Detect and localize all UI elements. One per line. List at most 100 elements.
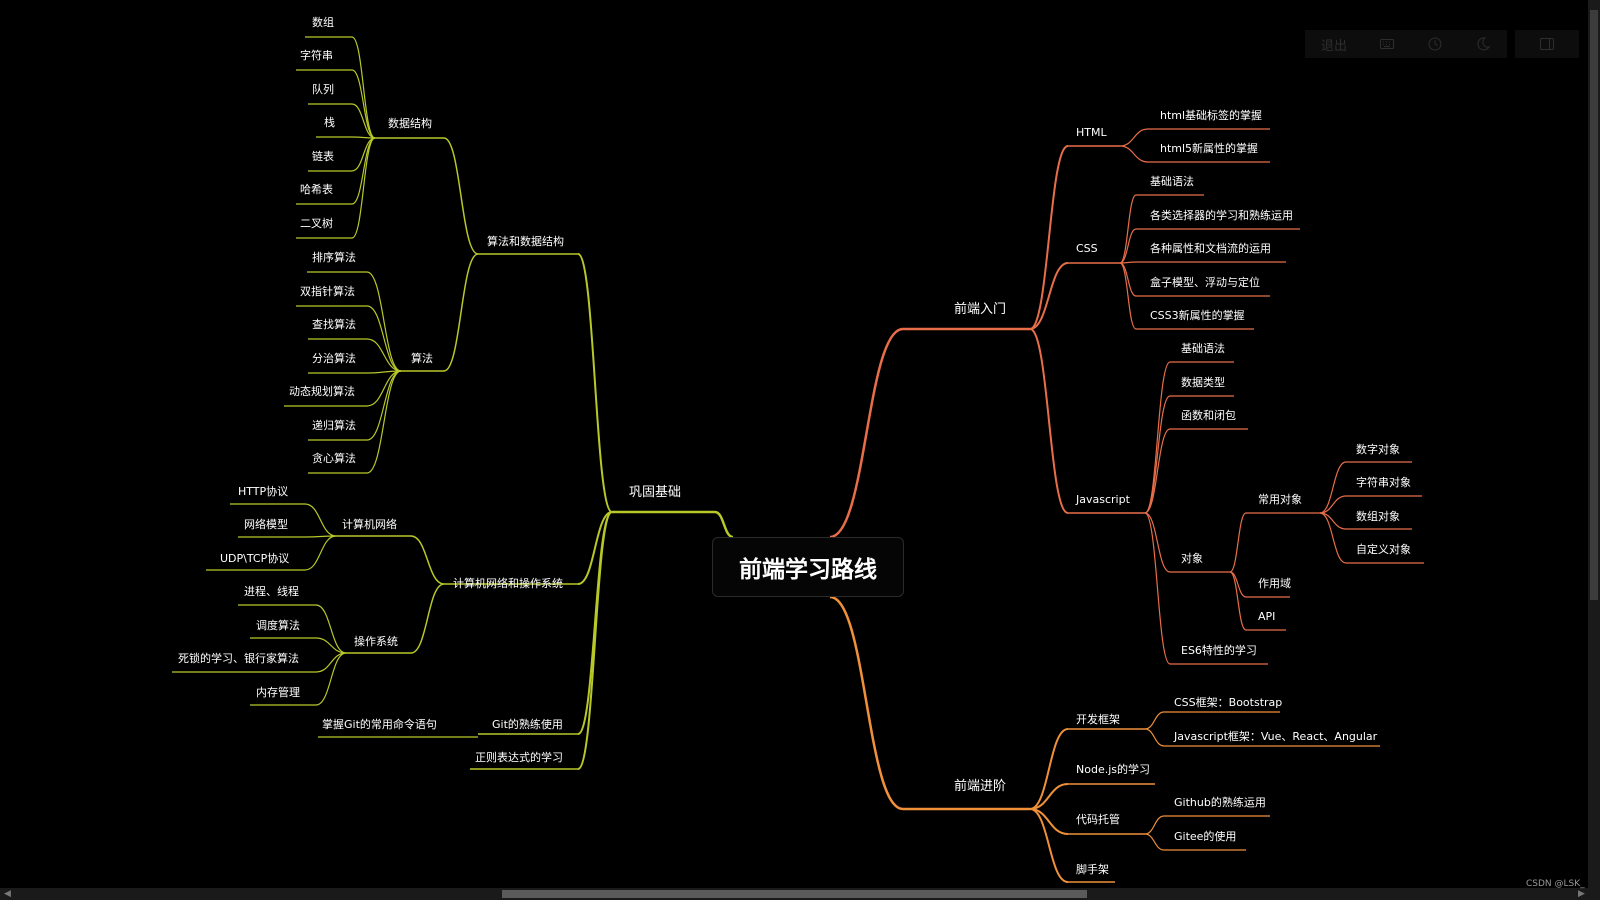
- connector: [366, 338, 402, 372]
- connector: [1029, 783, 1069, 810]
- node-frameworks[interactable]: 开发框架: [1076, 713, 1120, 726]
- leaf-os[interactable]: 进程、线程: [244, 585, 299, 598]
- scroll-right-icon[interactable]: ▶: [1578, 889, 1585, 899]
- vertical-scroll-thumb[interactable]: [1590, 10, 1598, 600]
- leaf-os[interactable]: 内存管理: [256, 686, 300, 699]
- node-common-objects[interactable]: 常用对象: [1258, 493, 1302, 506]
- leaf-algo[interactable]: 贪心算法: [312, 452, 356, 465]
- node-network-os[interactable]: 计算机网络和操作系统: [453, 577, 563, 590]
- leaf-network[interactable]: 网络模型: [244, 518, 288, 531]
- connector: [366, 370, 402, 441]
- leaf-network[interactable]: HTTP协议: [238, 485, 289, 498]
- connector: [1144, 512, 1171, 573]
- connector: [1229, 571, 1247, 631]
- sidebar-icon[interactable]: [1515, 30, 1579, 58]
- leaf-network[interactable]: UDP\TCP协议: [220, 552, 290, 565]
- connector: [1119, 194, 1137, 264]
- leaf-os[interactable]: 调度算法: [256, 619, 300, 632]
- connector: [1119, 262, 1137, 330]
- connector: [351, 137, 376, 172]
- node-javascript[interactable]: Javascript: [1076, 493, 1130, 506]
- keyboard-icon[interactable]: [1363, 30, 1411, 58]
- leaf-algo[interactable]: 动态规划算法: [289, 385, 355, 398]
- connector: [351, 137, 376, 205]
- dark-mode-icon[interactable]: [1459, 30, 1507, 58]
- connector: [1319, 512, 1347, 564]
- leaf-ds[interactable]: 哈希表: [300, 183, 333, 196]
- leaf-css[interactable]: CSS3新属性的掌握: [1150, 309, 1245, 322]
- leaf-js[interactable]: 函数和闭包: [1181, 409, 1236, 422]
- node-code-hosting[interactable]: 代码托管: [1076, 813, 1120, 826]
- connector: [366, 305, 402, 372]
- horizontal-scrollbar[interactable]: ◀ ▶: [0, 888, 1600, 900]
- leaf-framework[interactable]: Javascript框架：Vue、React、Angular: [1174, 730, 1378, 743]
- connector: [714, 510, 734, 539]
- connector: [351, 137, 376, 239]
- leaf-git[interactable]: 掌握Git的常用命令语句: [322, 718, 437, 731]
- leaf-es6[interactable]: ES6特性的学习: [1181, 644, 1257, 657]
- leaf-html[interactable]: html基础标签的掌握: [1160, 109, 1263, 122]
- leaf-common-object[interactable]: 数字对象: [1356, 443, 1400, 456]
- connector: [1144, 728, 1165, 747]
- node-algorithms[interactable]: 算法: [411, 352, 433, 365]
- leaf-api[interactable]: API: [1258, 610, 1276, 623]
- leaf-algo[interactable]: 双指针算法: [300, 285, 355, 298]
- connector: [410, 535, 445, 585]
- leaf-css[interactable]: 各类选择器的学习和熟练运用: [1150, 209, 1293, 222]
- connector: [1144, 395, 1171, 514]
- node-frontend-advanced[interactable]: 前端进阶: [954, 779, 1007, 794]
- leaf-ds[interactable]: 字符串: [300, 49, 333, 62]
- leaf-ds[interactable]: 栈: [324, 116, 335, 129]
- leaf-scope[interactable]: 作用域: [1258, 577, 1291, 590]
- node-network[interactable]: 计算机网络: [342, 518, 397, 531]
- leaf-framework[interactable]: CSS框架：Bootstrap: [1174, 696, 1283, 709]
- leaf-os[interactable]: 死锁的学习、银行家算法: [178, 652, 299, 665]
- node-git[interactable]: Git的熟练使用: [492, 718, 563, 731]
- leaf-common-object[interactable]: 数组对象: [1356, 510, 1400, 523]
- node-html[interactable]: HTML: [1076, 126, 1107, 139]
- connector: [351, 69, 376, 139]
- connector: [1144, 512, 1171, 665]
- history-icon[interactable]: [1411, 30, 1459, 58]
- node-css[interactable]: CSS: [1076, 242, 1098, 255]
- node-regex[interactable]: 正则表达式的学习: [475, 751, 563, 764]
- connector: [315, 652, 347, 706]
- connector: [1319, 495, 1347, 514]
- exit-button[interactable]: 退出: [1305, 30, 1363, 58]
- node-os[interactable]: 操作系统: [354, 635, 398, 648]
- leaf-algo[interactable]: 查找算法: [312, 318, 356, 331]
- connector: [410, 583, 445, 654]
- leaf-algo[interactable]: 分治算法: [312, 352, 356, 365]
- leaf-css[interactable]: 盒子模型、浮动与定位: [1150, 276, 1260, 289]
- node-data-structures[interactable]: 数据结构: [388, 117, 432, 130]
- leaf-js[interactable]: 基础语法: [1181, 342, 1225, 355]
- leaf-ds[interactable]: 二叉树: [300, 217, 333, 230]
- scroll-left-icon[interactable]: ◀: [4, 889, 11, 899]
- leaf-common-object[interactable]: 自定义对象: [1356, 543, 1411, 556]
- horizontal-scroll-thumb[interactable]: [502, 890, 1087, 898]
- leaf-hosting[interactable]: Github的熟练运用: [1174, 796, 1266, 809]
- leaf-html[interactable]: html5新属性的掌握: [1160, 142, 1259, 155]
- leaf-algo[interactable]: 递归算法: [312, 419, 356, 432]
- leaf-scaffold[interactable]: 脚手架: [1076, 863, 1109, 876]
- connector: [315, 652, 347, 673]
- node-algo-ds[interactable]: 算法和数据结构: [487, 235, 564, 248]
- watermark: CSDN @LSK_: [1526, 879, 1585, 889]
- vertical-scrollbar[interactable]: [1588, 0, 1600, 888]
- leaf-ds[interactable]: 队列: [312, 83, 334, 96]
- leaf-css[interactable]: 基础语法: [1150, 175, 1194, 188]
- leaf-nodejs[interactable]: Node.js的学习: [1076, 763, 1150, 776]
- leaf-css[interactable]: 各种属性和文档流的运用: [1150, 242, 1271, 255]
- leaf-hosting[interactable]: Gitee的使用: [1174, 830, 1237, 843]
- node-consolidate-basics[interactable]: 巩固基础: [629, 485, 682, 500]
- leaf-common-object[interactable]: 字符串对象: [1356, 476, 1411, 489]
- node-object[interactable]: 对象: [1181, 552, 1203, 565]
- leaf-ds[interactable]: 链表: [312, 150, 334, 163]
- leaf-ds[interactable]: 数组: [312, 16, 334, 29]
- connector: [1119, 228, 1137, 264]
- leaf-algo[interactable]: 排序算法: [312, 251, 356, 264]
- node-frontend-intro[interactable]: 前端入门: [954, 302, 1007, 317]
- connector: [366, 271, 402, 372]
- leaf-js[interactable]: 数据类型: [1181, 376, 1225, 389]
- root-node[interactable]: 前端学习路线: [712, 537, 904, 597]
